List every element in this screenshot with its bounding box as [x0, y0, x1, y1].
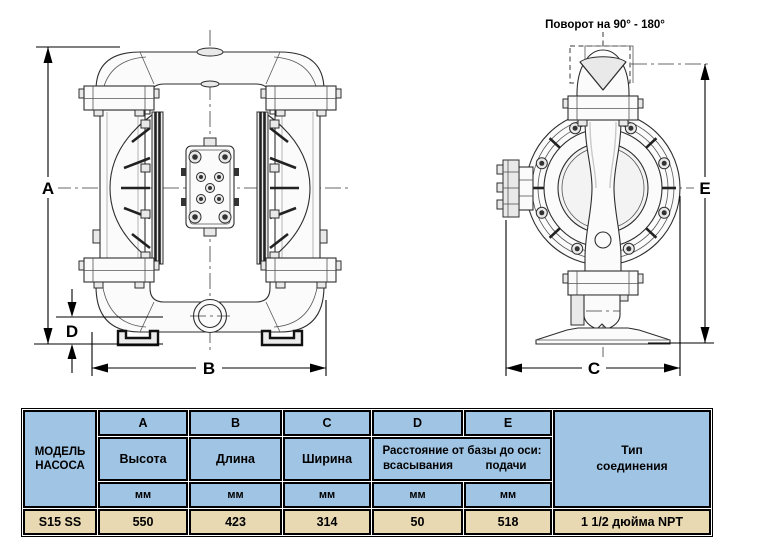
suction-label: всасывания: [383, 459, 453, 472]
dim-label-d: D: [66, 322, 78, 341]
dim-name-a: Высота: [98, 437, 188, 481]
dimensions-table: МОДЕЛЬ НАСОСА A B C D E Тип соединения В…: [21, 408, 713, 537]
center-valve-block: [181, 137, 239, 237]
de-description-sublabels: всасывания подачи: [374, 460, 550, 474]
side-view-drawing: Поворот на 90° - 180°: [496, 19, 716, 378]
unit-e: мм: [464, 482, 552, 508]
top-cap: [196, 47, 224, 57]
col-header-b: B: [189, 410, 282, 436]
left-foot: [116, 329, 160, 347]
pump-drawing-svg: A D B Поворот на 90° - 180°: [34, 19, 716, 378]
dim-name-b: Длина: [189, 437, 282, 481]
dim-label-b: B: [203, 359, 215, 378]
dimension-c: C: [505, 196, 681, 378]
dimensional-drawing: A D B Поворот на 90° - 180°: [34, 19, 716, 378]
value-e: 518: [464, 509, 552, 535]
discharge-label: подачи: [485, 459, 527, 472]
model-value: S15 SS: [23, 509, 97, 535]
value-c: 314: [283, 509, 371, 535]
table-row-units: мм мм мм мм мм: [23, 482, 711, 508]
air-inlet-port: [496, 159, 534, 218]
side-foot-base: [535, 294, 671, 345]
connection-type-header-cell: Тип соединения: [553, 410, 711, 508]
dim-label-a: A: [42, 179, 54, 198]
col-header-a: A: [98, 410, 188, 436]
dim-label-e: E: [699, 179, 710, 198]
discharge-dome: [576, 49, 630, 98]
rotation-note: Поворот на 90° - 180°: [545, 19, 665, 31]
table-row-names: Высота Длина Ширина Расстояние от базы д…: [23, 437, 711, 481]
col-header-e: E: [464, 410, 552, 436]
model-header-cell: МОДЕЛЬ НАСОСА: [23, 410, 97, 508]
unit-d: мм: [372, 482, 463, 508]
table-row-letters: МОДЕЛЬ НАСОСА A B C D E Тип соединения: [23, 410, 711, 508]
dimension-e: E: [648, 64, 716, 344]
de-description-cell: Расстояние от базы до оси: всасывания по…: [372, 437, 552, 481]
center-column: [584, 118, 622, 273]
col-header-d: D: [372, 410, 463, 436]
value-d: 50: [372, 509, 463, 535]
col-header-c: C: [283, 410, 371, 436]
value-a: 550: [98, 509, 188, 535]
dim-label-c: C: [588, 359, 600, 378]
left-diaphragm-chamber: [109, 111, 164, 265]
dim-name-c: Ширина: [283, 437, 371, 481]
table-row-values: S15 SS 550 423 314 50 518 1 1/2 дюйма NP…: [23, 509, 711, 535]
dimension-b: B: [91, 300, 327, 378]
right-foot: [260, 329, 304, 347]
connection-type-value: 1 1/2 дюйма NPT: [553, 509, 711, 535]
unit-a: мм: [98, 482, 188, 508]
dimension-d: D: [56, 289, 163, 373]
value-b: 423: [189, 509, 282, 535]
unit-c: мм: [283, 482, 371, 508]
right-diaphragm-chamber: [256, 111, 311, 265]
dimension-a: A: [34, 46, 163, 345]
unit-b: мм: [189, 482, 282, 508]
de-description-title: Расстояние от базы до оси:: [382, 444, 542, 457]
front-view-drawing: A D B: [34, 30, 352, 378]
